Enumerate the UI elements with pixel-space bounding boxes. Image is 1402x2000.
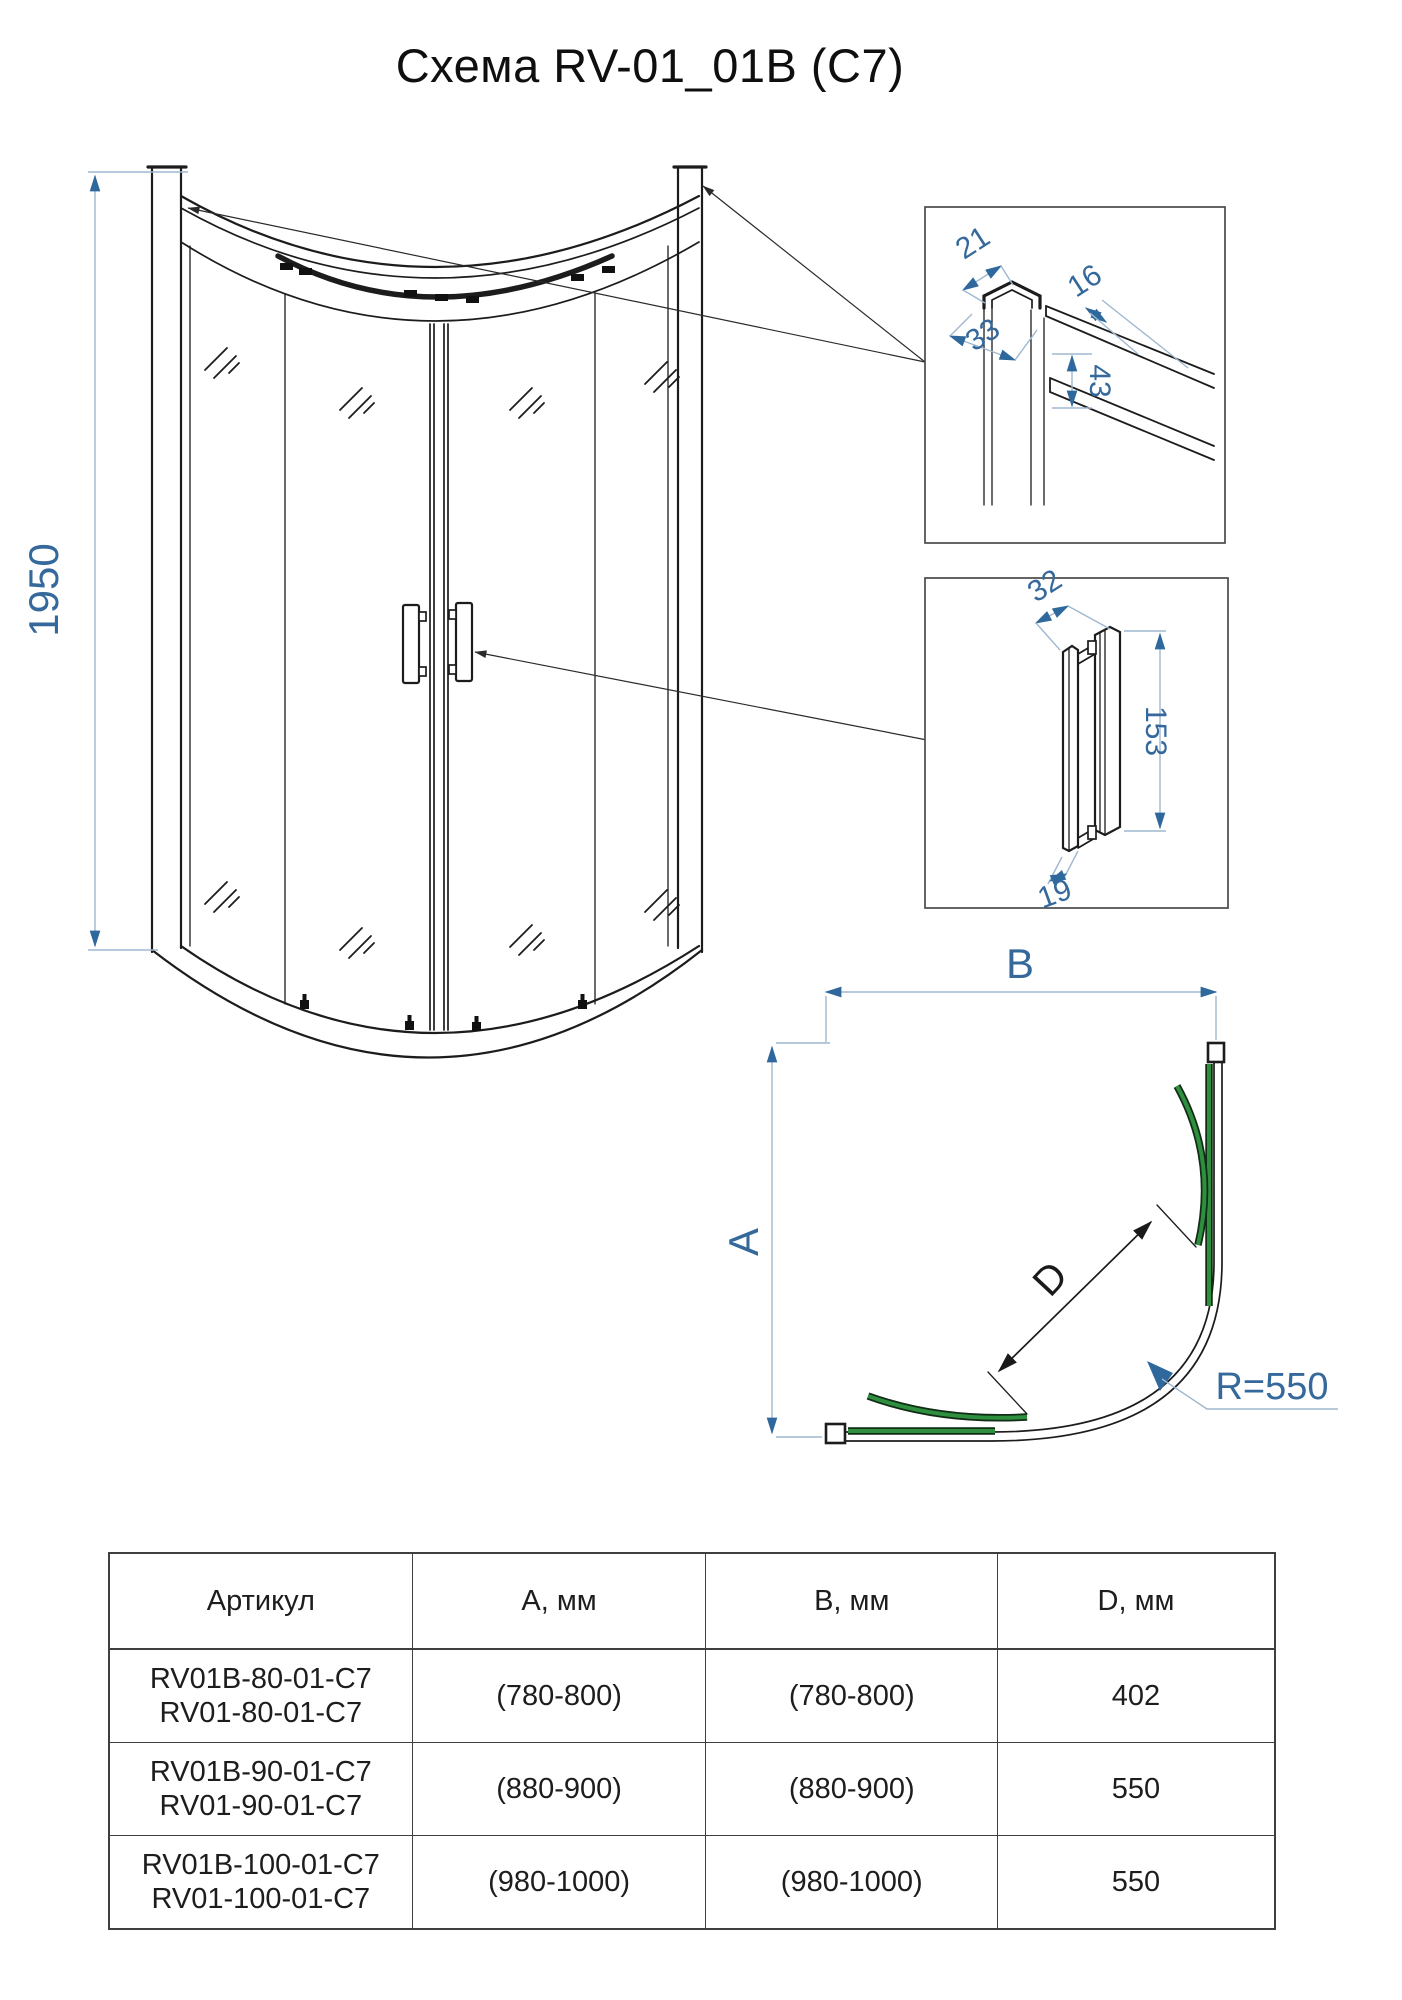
panel-dividers [284,293,596,1005]
fixed-glass-edges [189,245,669,947]
b-cell: (780-800) [705,1648,998,1743]
col-a: A, мм [411,1552,707,1650]
radius-label: R=550 [1215,1366,1328,1408]
center-stiles [429,323,449,1031]
left-wall-profile [824,1422,847,1445]
bottom-rail-inner [179,944,701,1034]
glass-top-edge [180,241,700,322]
handle-drawing [1061,625,1122,853]
col-b: B, мм [705,1552,998,1650]
rollers [300,994,587,1031]
d-cell: 550 [996,1742,1276,1836]
table-row: RV01B-100-01-C7 RV01-100-01-C7 (980-1000… [108,1835,1276,1930]
track-clips [280,263,615,303]
col-article: Артикул [108,1552,413,1650]
radius-arrow [1147,1361,1173,1391]
channel-profile [982,280,1042,310]
plan-view: B A D R=550 [720,940,1338,1445]
bottom-rail-outer [150,948,704,1059]
dim-43-label: 43 [1083,364,1116,397]
dim-153-label: 153 [1139,706,1172,756]
door-handles [401,601,474,685]
right-wall-profile [1206,1041,1226,1064]
rail-profile [1045,305,1215,461]
article-cell: RV01B-80-01-C7 RV01-80-01-C7 [108,1648,413,1743]
handle-detail: 32 153 19 [924,563,1229,915]
top-rail-inner [180,207,700,279]
glass-reflection-marks [204,347,680,959]
extension-lines [88,171,188,951]
dim-a-label: A [720,1228,767,1256]
table-row: RV01B-80-01-C7 RV01-80-01-C7 (780-800) (… [108,1648,1276,1743]
d-cell: 402 [996,1648,1276,1743]
height-dimension: 1950 [20,171,188,951]
a-cell: (980-1000) [411,1835,707,1930]
a-cell: (780-800) [411,1648,707,1743]
table-header-row: Артикул A, мм B, мм D, мм [108,1552,1276,1650]
a-cell: (880-900) [411,1742,707,1836]
col-d: D, мм [996,1552,1276,1650]
article-cell: RV01B-100-01-C7 RV01-100-01-C7 [108,1835,413,1930]
track-outer [844,1061,1223,1442]
profile-detail: 21 33 16 43 [924,206,1226,544]
d-cell: 550 [996,1835,1276,1930]
callout-leaders [187,185,928,741]
b-cell: (880-900) [705,1742,998,1836]
dim-d-label: D [1025,1254,1077,1305]
dim-b-label: B [1006,940,1034,987]
top-rail-outer [179,194,701,269]
article-cell: RV01B-90-01-C7 RV01-90-01-C7 [108,1742,413,1836]
right-post [676,166,704,954]
glass-panels [848,1064,1213,1435]
spec-table: Артикул A, мм B, мм D, мм RV01B-80-01-C7… [108,1552,1276,1930]
d-dimension-line [997,1220,1153,1373]
table-row: RV01B-90-01-C7 RV01-90-01-C7 (880-900) (… [108,1742,1276,1836]
page-title: Схема RV-01_01B (C7) [395,39,905,92]
dim-height-label: 1950 [20,543,67,636]
front-view [146,165,708,1059]
left-post [150,166,183,954]
b-cell: (980-1000) [705,1835,998,1930]
